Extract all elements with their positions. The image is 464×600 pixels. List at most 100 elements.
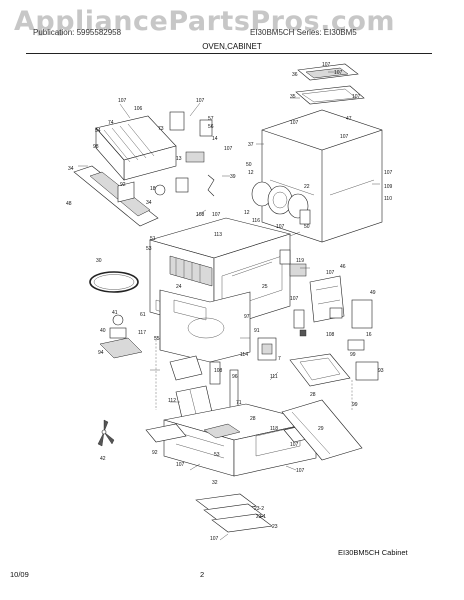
callout-107e: 107 [322,62,331,68]
callout-116: 116 [252,218,260,224]
callout-96: 96 [232,374,238,380]
callout-50: 50 [246,162,252,168]
callout-117: 117 [138,330,146,336]
callout-46: 46 [340,264,346,270]
callout-107c: 107 [224,146,233,152]
callout-36: 36 [292,72,298,78]
callout-labels: 107 106 74 54 98 73 107 57 56 14 107 34 … [66,62,393,542]
callout-56: 56 [208,124,214,130]
callout-114: 114 [240,352,248,358]
callout-16: 16 [366,332,372,338]
callout-41: 41 [112,310,118,316]
electrical-components [279,249,373,351]
callout-53b: 53 [214,452,220,458]
inner-cavity-liner [159,289,251,363]
callout-99b: 99 [352,402,358,408]
callout-106: 106 [134,106,143,112]
callout-98: 98 [93,144,99,150]
grease-filters [145,423,321,533]
callout-109: 109 [384,184,393,190]
callout-7: 7 [278,356,281,362]
control-panel-trim [73,165,159,227]
callout-111: 111 [270,374,278,380]
callout-110: 110 [384,196,392,202]
callout-55: 55 [154,336,160,342]
callout-107h: 107 [340,134,349,140]
callout-35: 35 [290,94,296,100]
callout-107o: 107 [296,468,305,474]
callout-50b: 50 [304,224,310,230]
callout-42: 42 [100,456,106,462]
callout-13: 13 [176,156,182,162]
upper-left-housing [95,115,177,181]
callout-12b: 12 [244,210,250,216]
callout-107m: 107 [290,442,299,448]
callout-119: 119 [296,258,304,264]
callout-107l: 107 [290,296,299,302]
callout-48: 48 [66,201,72,207]
callout-34b: 34 [146,200,152,206]
callout-97: 97 [244,314,250,320]
callout-29: 29 [318,426,324,432]
callout-34: 34 [68,166,74,172]
callout-107g: 107 [290,120,299,126]
callout-47: 47 [346,116,352,122]
callout-90: 107 [326,270,335,276]
callout-107n: 107 [176,462,185,468]
model-header: EI30BM5CH Series: EI30BM5 [250,28,357,37]
diagram-caption: EI30BM5CH Cabinet [338,548,408,557]
callout-107j: 107 [212,212,221,218]
callout-14: 14 [212,136,218,142]
callout-118: 118 [270,426,278,432]
callout-25: 25 [262,284,268,290]
callout-12: 12 [248,170,254,176]
callout-108b: 108 [326,332,335,338]
callout-108c: 108 [214,368,223,374]
right-rail [281,399,363,461]
callout-92: 92 [120,182,126,188]
callout-57: 57 [208,116,214,122]
transformer-area [257,337,379,387]
header-rule [26,53,432,54]
callout-107b: 107 [196,98,205,104]
turntable-motor [99,314,143,359]
callout-107p: 107 [210,536,219,542]
callout-107k: 107 [276,224,285,230]
callout-39: 39 [230,174,236,180]
callout-107d: 107 [334,70,343,76]
callout-24: 24 [176,284,182,290]
diagram-title: OVEN,CABINET [202,42,262,51]
callout-22: 22 [304,184,310,190]
watermark: AppliancePartsPros.com [14,6,396,37]
callout-107: 107 [118,98,127,104]
callout-74: 74 [108,120,114,126]
callout-94: 94 [98,350,104,356]
callout-37: 37 [248,142,254,148]
callout-61: 61 [140,312,146,318]
callout-108: 108 [196,212,205,218]
leader-lines [78,71,380,541]
callout-91: 91 [254,328,260,334]
outer-cabinet-wrapper [261,109,383,243]
upper-small-parts [154,111,215,197]
callout-107f: 107 [352,94,361,100]
callout-112: 112 [168,398,176,404]
callout-92b: 92 [152,450,158,456]
callout-113: 113 [214,232,222,238]
callout-49: 49 [370,290,376,296]
callout-40: 40 [100,328,106,334]
callout-23-2: 23-2 [254,506,264,512]
callout-30: 30 [96,258,102,264]
callout-18: 18 [150,186,156,192]
footer-date: 10/09 [10,570,29,579]
footer-page-number: 2 [200,570,205,579]
callout-51: 51 [150,236,156,242]
turntable-ring [89,271,139,293]
publication-header: Publication: 5995582958 [33,28,122,37]
callout-23-1: 23-1 [256,514,266,520]
stirrer-blade [97,419,115,447]
blower-motor-assembly [251,181,311,225]
callout-28: 28 [310,392,316,398]
